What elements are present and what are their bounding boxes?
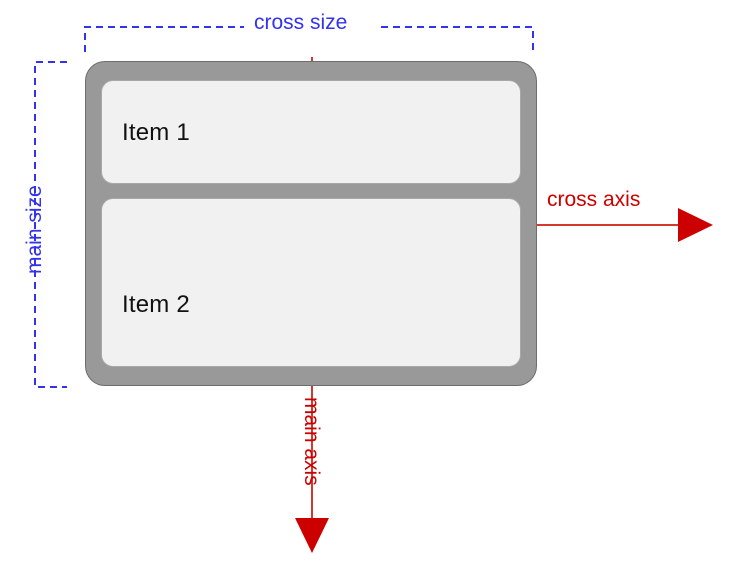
cross-axis-arrowhead — [678, 208, 713, 242]
flex-item-2-label: Item 2 — [122, 290, 190, 318]
main-axis-arrowhead — [295, 518, 329, 553]
flex-container: Item 1 Item 2 — [85, 61, 537, 386]
cross-axis-label: cross axis — [547, 188, 641, 211]
flex-item-1-label: Item 1 — [122, 119, 190, 146]
cross-size-bracket-right — [381, 26, 534, 50]
cross-size-bracket-left — [84, 26, 244, 52]
main-size-bracket — [34, 61, 67, 388]
flex-item-1: Item 1 — [101, 80, 521, 184]
main-axis-label: main axis — [300, 397, 323, 486]
flex-item-2: Item 2 — [101, 198, 521, 367]
cross-size-label: cross size — [254, 11, 348, 34]
main-size-label: main size — [23, 185, 46, 274]
